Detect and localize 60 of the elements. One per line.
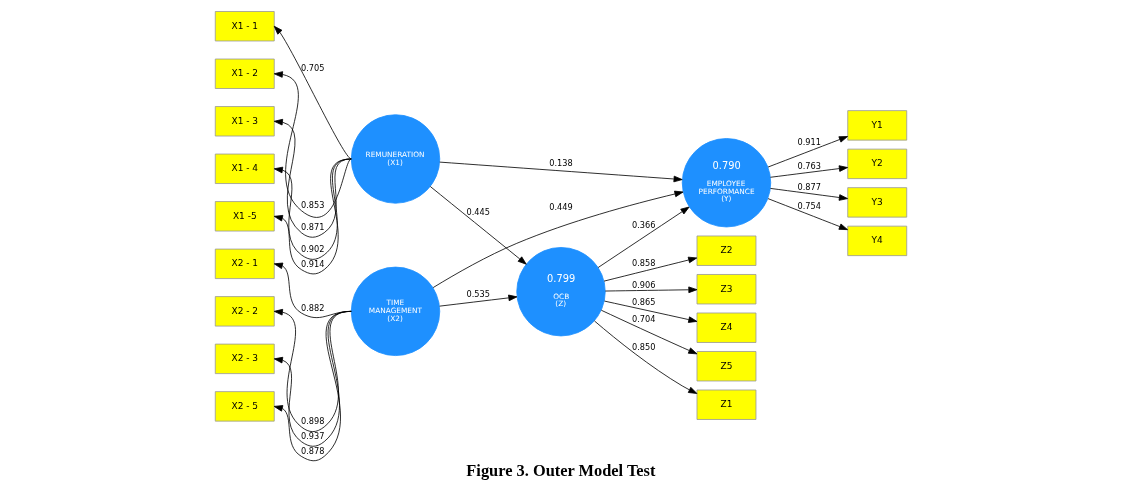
arrow: [600, 309, 697, 355]
arrow: [769, 165, 848, 178]
node-circle: TIME MANAGEMENT (X2): [350, 266, 440, 356]
node-box: Y3: [846, 187, 907, 218]
node-box: X1 - 4: [214, 153, 275, 184]
edge-label: 0.911: [797, 137, 821, 148]
edge-label: 0.763: [797, 160, 821, 171]
edge-label: 0.906: [631, 279, 655, 290]
edge-label: 0.853: [300, 200, 324, 211]
node-box: X1 - 2: [214, 58, 275, 89]
edge-label: 0.882: [300, 302, 324, 313]
node-box: X2 - 2: [214, 296, 275, 327]
edge-label: 0.871: [300, 222, 324, 233]
arrow: [769, 188, 848, 201]
arrow: [593, 320, 697, 394]
node-box: Z4: [696, 312, 756, 343]
node-box: Y2: [846, 148, 907, 180]
arrow: [767, 136, 848, 168]
edge-label: 0.878: [300, 445, 324, 456]
edge-label: 0.705: [300, 63, 324, 74]
edge-label: 0.937: [300, 431, 324, 442]
edge-label: 0.877: [797, 182, 821, 193]
arrow: [273, 71, 352, 218]
node-box: X2 - 5: [214, 391, 275, 422]
node-box: X2 - 1: [214, 248, 275, 279]
arrow: [604, 286, 697, 294]
node-box: Z1: [696, 389, 756, 420]
edge-label: 0.445: [466, 206, 490, 217]
edge-label: 0.858: [631, 258, 655, 269]
edge-label: 0.914: [300, 259, 324, 270]
edge-label: 0.449: [548, 201, 573, 212]
node-box: X1 -5: [214, 201, 275, 232]
arrow: [597, 206, 690, 268]
edge-label: 0.754: [797, 200, 821, 211]
node-circle: REMUNERATION (X1): [350, 114, 440, 204]
arrow: [429, 186, 527, 265]
edge-label: 0.366: [631, 219, 655, 230]
arrow: [438, 294, 517, 307]
arrow: [603, 256, 697, 282]
node-box: Y1: [846, 110, 907, 141]
edge-label: 0.704: [631, 314, 655, 324]
node-box: Z5: [696, 351, 756, 382]
edge-label: 0.535: [466, 289, 490, 300]
node-box: X2 - 3: [214, 343, 275, 375]
edge-label: 0.850: [631, 341, 655, 352]
arrow: [432, 190, 683, 288]
arrow: [767, 198, 848, 231]
node-box: Z3: [696, 274, 756, 305]
edge-label: 0.898: [300, 416, 324, 427]
edge-label: 0.902: [300, 244, 324, 255]
arrow: [603, 300, 697, 323]
edge-label: 0.138: [548, 157, 573, 168]
node-box: X1 - 3: [214, 106, 275, 137]
caption: Figure 3. Outer Model Test: [465, 461, 655, 481]
arrow: [273, 25, 352, 160]
edge-label: 0.865: [631, 296, 655, 307]
arrow: [438, 161, 683, 183]
node-box: X1 - 1: [214, 11, 275, 42]
node-box: Z2: [696, 235, 756, 266]
node-box: Y4: [846, 225, 907, 257]
